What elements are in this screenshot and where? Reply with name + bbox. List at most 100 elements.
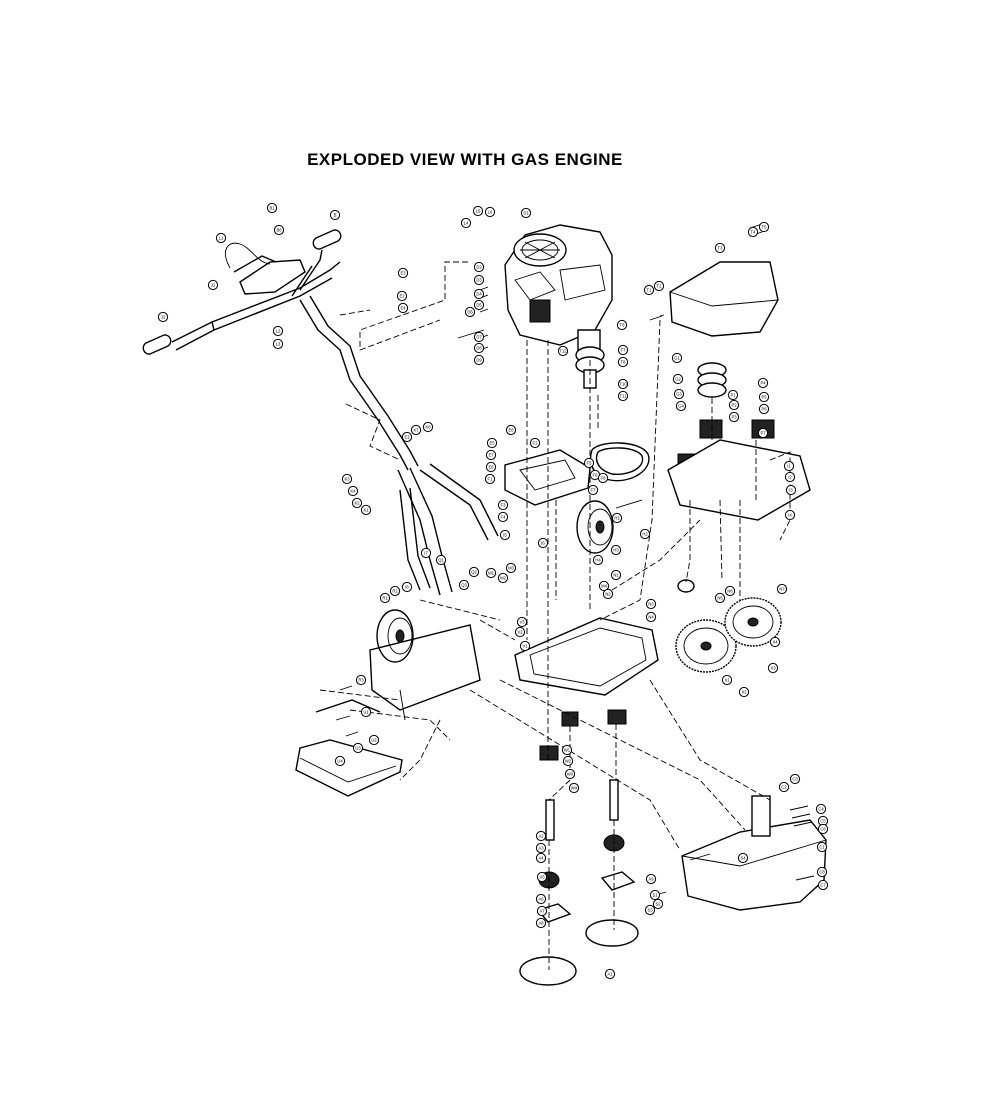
callout-t10: T10	[617, 378, 629, 390]
callout-b: B	[329, 209, 341, 221]
callout-m4: M4	[598, 580, 610, 592]
callout-t2: T2	[653, 280, 665, 292]
callout-x3: X3	[767, 662, 779, 674]
svg-text:E4: E4	[400, 306, 406, 311]
svg-text:T12: T12	[559, 349, 567, 354]
svg-text:Q3: Q3	[461, 583, 467, 588]
svg-text:D8: D8	[476, 346, 482, 351]
svg-text:C7: C7	[820, 883, 826, 888]
callout-e8: E8	[485, 461, 497, 473]
svg-text:A6: A6	[538, 897, 544, 902]
svg-text:P7: P7	[760, 431, 766, 436]
svg-text:T10: T10	[619, 382, 627, 387]
callout-t1: T1	[643, 284, 655, 296]
svg-text:X1: X1	[724, 678, 730, 683]
svg-text:E6: E6	[508, 428, 514, 433]
callout-l5: L5	[472, 205, 484, 217]
svg-text:X2: X2	[741, 690, 747, 695]
callout-i8: I8	[401, 581, 413, 593]
callout-c7: C7	[817, 879, 829, 891]
svg-text:G1: G1	[674, 356, 680, 361]
callout-a2: A2	[535, 830, 547, 842]
main-deck	[369, 617, 659, 721]
svg-text:F6: F6	[593, 473, 599, 478]
svg-text:N6: N6	[727, 589, 733, 594]
engine-cover	[669, 261, 779, 337]
large-sprockets	[675, 579, 782, 673]
callout-v3: V3	[516, 616, 528, 628]
svg-text:C5: C5	[820, 819, 826, 824]
svg-text:U4: U4	[337, 759, 343, 764]
callout-p3: P3	[728, 411, 740, 423]
callout-h2: H2	[639, 528, 651, 540]
svg-text:H1: H1	[614, 516, 620, 521]
svg-text:F2: F2	[533, 441, 539, 446]
callout-d8: D8	[473, 342, 485, 354]
svg-text:B6: B6	[276, 228, 282, 233]
callout-q2: Q2	[468, 566, 480, 578]
callout-q3: Q3	[458, 579, 470, 591]
callout-i3: I3	[785, 484, 797, 496]
callout-t7: T7	[617, 344, 629, 356]
callout-k3: K3	[341, 473, 353, 485]
svg-text:J2: J2	[161, 315, 166, 320]
svg-text:K2: K2	[354, 501, 360, 506]
svg-text:N5: N5	[717, 596, 723, 601]
svg-text:D9: D9	[476, 358, 482, 363]
callout-c8: C8	[816, 866, 828, 878]
svg-text:U3: U3	[355, 746, 361, 751]
callout-f7: F7	[587, 484, 599, 496]
handle-assembly	[142, 229, 499, 596]
svg-text:U2: U2	[371, 738, 377, 743]
svg-text:F3: F3	[501, 503, 507, 508]
svg-text:D6: D6	[467, 310, 473, 315]
svg-text:D1: D1	[523, 211, 529, 216]
svg-text:M2: M2	[500, 576, 506, 581]
callout-i6: I6	[537, 537, 549, 549]
callout-d4: D4	[473, 288, 485, 300]
callout-m3: M3	[505, 562, 517, 574]
svg-text:P6: P6	[761, 407, 767, 412]
callout-t5: T5	[758, 221, 770, 233]
callout-n2: N2	[602, 588, 614, 600]
callout-f2: F2	[529, 437, 541, 449]
svg-text:T6: T6	[620, 323, 626, 328]
svg-text:N4: N4	[648, 615, 654, 620]
gas-engine	[504, 224, 613, 389]
callout-s1: S1	[649, 889, 661, 901]
callout-a4: A4	[535, 852, 547, 864]
callout-s4: S4	[737, 852, 749, 864]
callout-b6: B6	[273, 224, 285, 236]
callout-i1: I1	[783, 460, 795, 472]
callout-l3: L3	[272, 338, 284, 350]
svg-text:P5: P5	[761, 395, 767, 400]
svg-text:R3: R3	[358, 678, 364, 683]
svg-text:W4: W4	[571, 786, 578, 791]
callout-p1: P1	[727, 389, 739, 401]
svg-text:W3: W3	[567, 772, 574, 777]
callout-k8: K8	[422, 421, 434, 433]
blade-spindles	[536, 709, 636, 923]
callout-c3: C3	[789, 773, 801, 785]
svg-text:D7: D7	[476, 335, 482, 340]
svg-text:S3: S3	[647, 908, 653, 913]
svg-text:K7: K7	[413, 428, 419, 433]
svg-text:S1: S1	[652, 893, 658, 898]
svg-text:E8: E8	[488, 465, 494, 470]
svg-text:P3: P3	[731, 415, 737, 420]
svg-text:B: B	[334, 213, 337, 218]
svg-text:L2: L2	[276, 329, 281, 334]
svg-text:C1: C1	[819, 845, 825, 850]
svg-text:L6: L6	[488, 210, 493, 215]
callout-j1: J1	[207, 279, 219, 291]
callout-n4: N4	[645, 611, 657, 623]
callout-e3: E3	[397, 267, 409, 279]
svg-text:A3: A3	[538, 846, 544, 851]
callout-t11: T11	[617, 390, 629, 402]
svg-text:E3: E3	[400, 271, 406, 276]
callout-r1: R1	[379, 592, 391, 604]
callout-d7: D7	[473, 331, 485, 343]
svg-text:D3: D3	[476, 278, 482, 283]
callout-g3: G3	[673, 388, 685, 400]
